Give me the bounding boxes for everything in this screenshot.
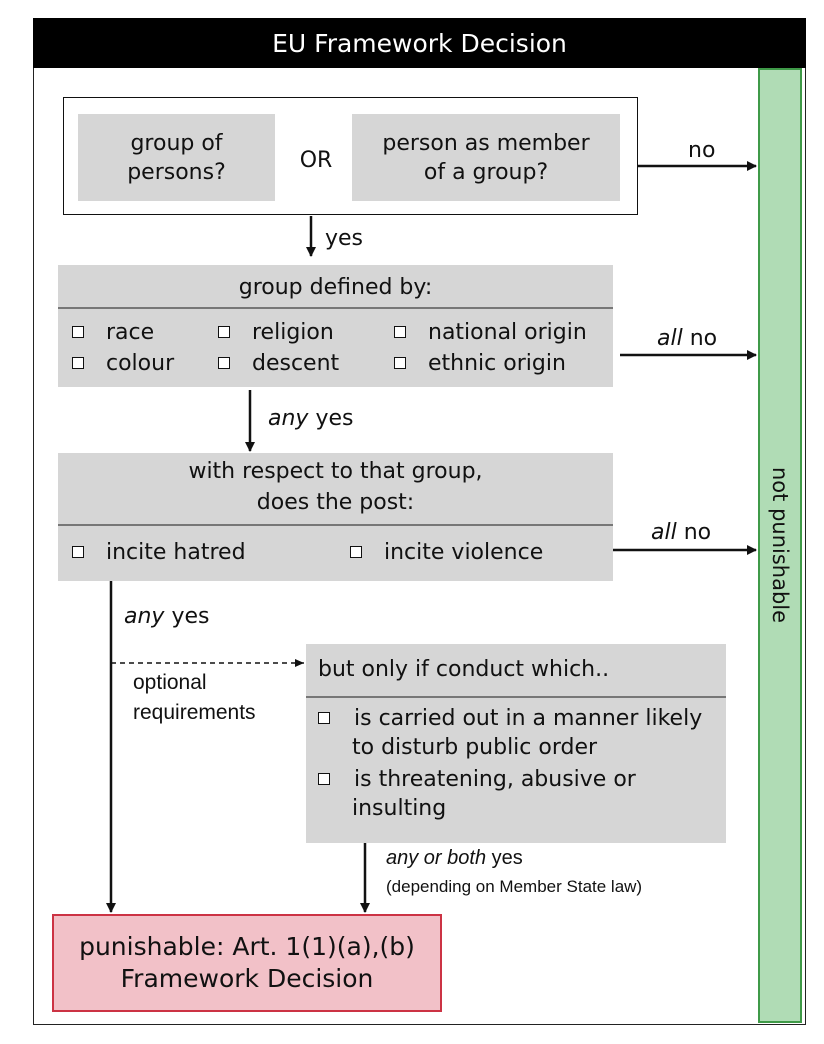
optional-label-line2: requirements	[133, 701, 256, 724]
punishable-line2: Framework Decision	[120, 964, 374, 993]
checkbox-ethnic-origin: ethnic origin	[394, 347, 566, 379]
optional-yes-note: (depending on Member State law)	[386, 877, 643, 896]
optional-conduct-box	[306, 644, 726, 843]
q2-yes-label: any yes	[268, 406, 354, 431]
not-punishable-label-wrap: not punishable	[740, 445, 820, 645]
checkbox-incite-hatred: incite hatred	[72, 536, 246, 568]
post-conduct-title-line1: with respect to that group,	[188, 459, 483, 484]
optional-yes-label: any or both yes	[386, 847, 523, 869]
checkbox-religion: religion	[218, 316, 334, 348]
group-defined-title: group defined by:	[238, 274, 433, 300]
group-defined-divider	[58, 307, 613, 309]
checkbox-incite-violence: incite violence	[350, 536, 543, 568]
checkbox-descent: descent	[218, 347, 339, 379]
option-group-of-persons: group of persons?	[78, 114, 275, 201]
or-connector: OR	[299, 147, 333, 173]
diagram-title: EU Framework Decision	[33, 18, 806, 68]
post-conduct-divider	[58, 524, 613, 526]
checkbox-colour: colour	[72, 347, 174, 379]
q1-no-label: no	[688, 138, 716, 163]
checkbox-threatening: is threatening, abusive or	[318, 763, 636, 795]
optional-label-line1: optional	[133, 671, 207, 694]
threatening-line2: insulting	[352, 796, 447, 821]
punishable-box: punishable: Art. 1(1)(a),(b) Framework D…	[52, 914, 442, 1012]
q3-no-label: all no	[651, 520, 712, 545]
post-conduct-title-line2: does the post:	[256, 490, 415, 515]
public-order-line2: to disturb public order	[352, 735, 598, 760]
q1-yes-label: yes	[325, 226, 364, 251]
post-conduct-box	[58, 453, 613, 581]
not-punishable-label: not punishable	[768, 466, 792, 624]
checkbox-public-order: is carried out in a manner likely	[318, 702, 702, 734]
q2-no-label: all no	[657, 326, 718, 351]
option-person-member: person as member of a group?	[352, 114, 620, 201]
optional-conduct-title: but only if conduct which..	[318, 656, 610, 682]
not-punishable-bar	[758, 68, 802, 1023]
checkbox-race: race	[72, 316, 154, 348]
punishable-line1: punishable: Art. 1(1)(a),(b)	[79, 932, 415, 961]
optional-conduct-divider	[306, 696, 726, 698]
q3-yes-label: any yes	[124, 604, 210, 629]
group-defined-box	[58, 265, 613, 387]
checkbox-national-origin: national origin	[394, 316, 587, 348]
